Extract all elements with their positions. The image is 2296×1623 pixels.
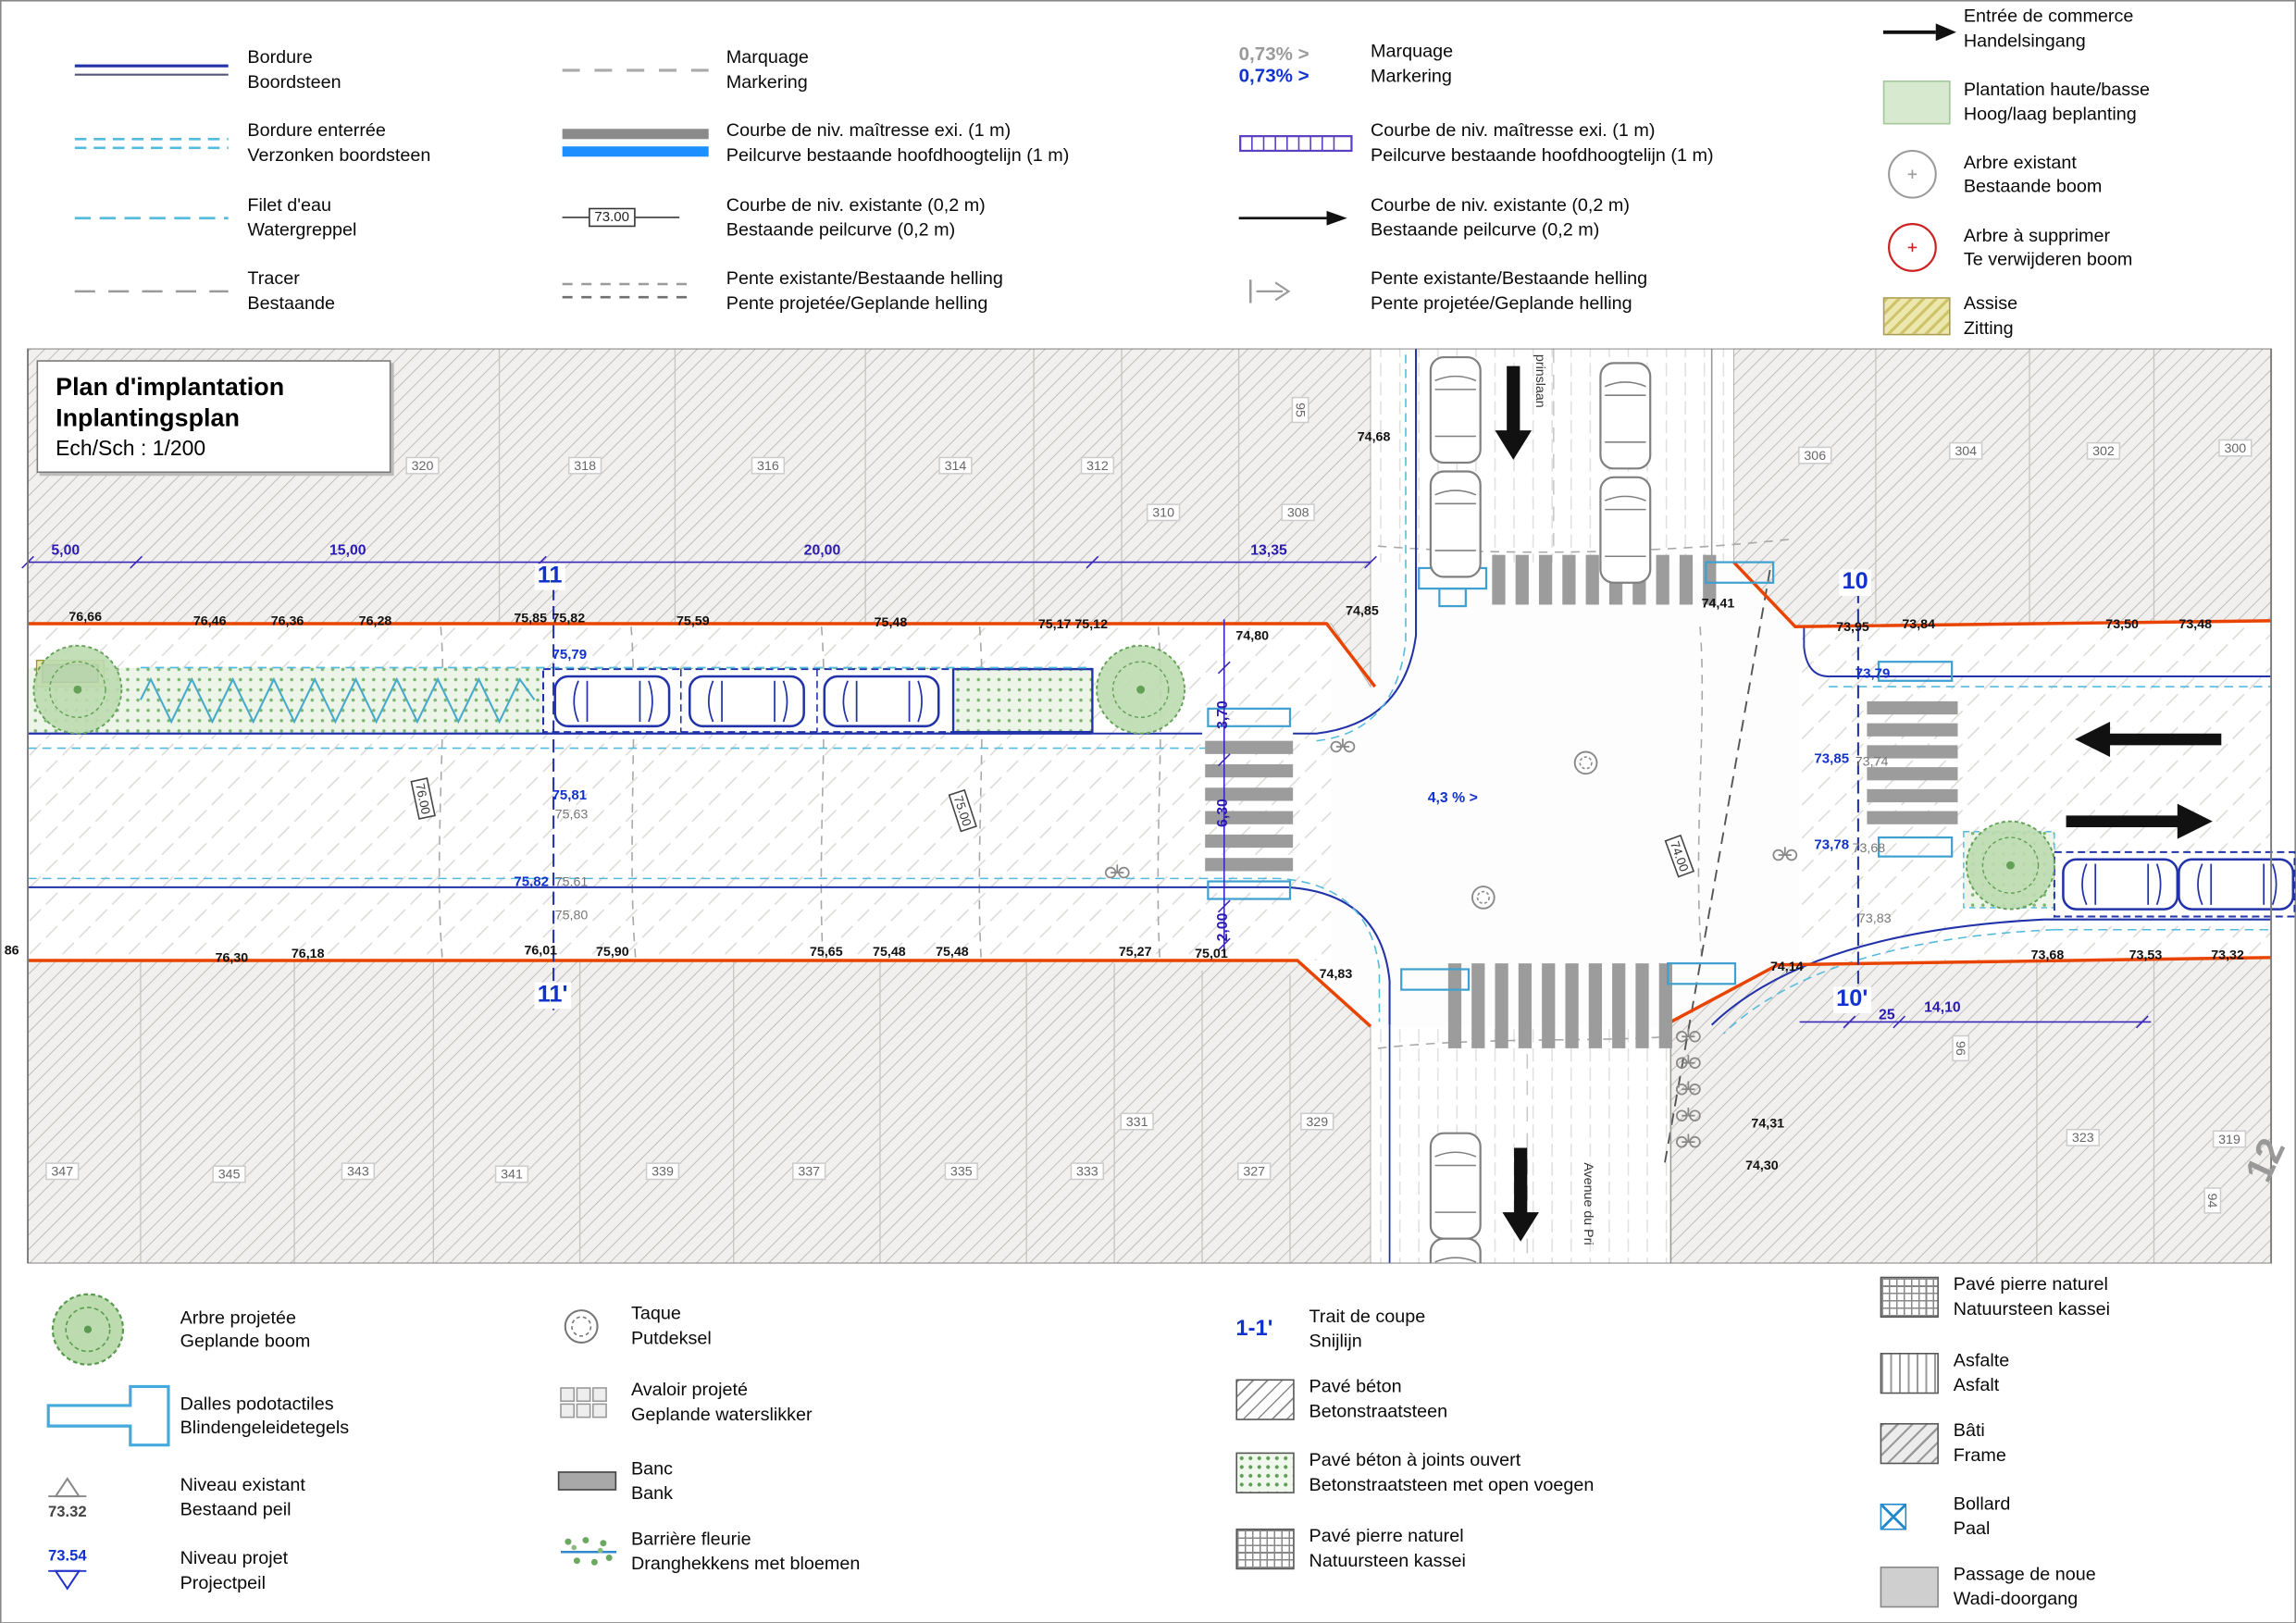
building-swatch-icon <box>1880 1422 1954 1464</box>
project-level-icon: 73.54 <box>45 1547 180 1592</box>
planting-swatch-icon <box>1882 80 1964 124</box>
bench-icon <box>557 1471 631 1491</box>
legend-item-courbe-existante-2: Courbe de niv. existante (0,2 m)Bestaand… <box>1238 193 1630 242</box>
plan-area <box>2 347 2296 1345</box>
contour-label-icon: 73.00 <box>562 207 726 228</box>
traffic-arrows <box>1495 365 2222 1242</box>
intersection <box>1331 562 1800 1028</box>
bordure-line-icon <box>74 57 248 81</box>
section-cut-icon: 1-1' <box>1235 1316 1273 1342</box>
plan-title-nl: Inplantingsplan <box>56 404 240 433</box>
parked-cars <box>553 675 2296 918</box>
plan-title-fr: Plan d'implantation <box>56 373 285 402</box>
arrow-right-icon <box>1238 205 1371 229</box>
plan-border <box>27 347 2273 1265</box>
concrete-paver-swatch-icon <box>1235 1378 1309 1420</box>
natural-stone-swatch-icon <box>1880 1275 1954 1318</box>
gutter-line-icon <box>74 205 248 229</box>
natural-stone-swatch-icon <box>1235 1528 1309 1569</box>
slope-arrow-icon <box>1239 276 1371 305</box>
parcel-boundaries <box>140 348 2155 1264</box>
legend-item-courbe-maitresse-2: Courbe de niv. maîtresse exi. (1 m)Peilc… <box>1239 118 1714 167</box>
tactile-paving <box>1207 561 1954 991</box>
slope-percent-icon: 0,73% >0,73% > <box>1238 42 1309 86</box>
bollard-icon <box>1880 1503 1954 1530</box>
plan-scale: Ech/Sch : 1/200 <box>56 437 206 461</box>
legend-item-courbe-maitresse: Courbe de niv. maîtresse exi. (1 m)Peilc… <box>562 118 1069 167</box>
marking-line-icon <box>562 57 726 81</box>
gully-icon <box>558 1382 631 1420</box>
curbs <box>28 348 2272 1264</box>
tactile-tiles-icon <box>45 1381 180 1451</box>
existing-level-icon: 73.32 <box>45 1473 180 1521</box>
existing-trace-line-icon <box>74 279 248 302</box>
master-contour-ladder-icon <box>1239 131 1371 155</box>
seat-swatch-icon <box>1882 296 1964 335</box>
buried-curb-line-icon <box>74 131 248 155</box>
plan-drawing <box>21 347 2296 1345</box>
existing-tree-icon <box>1883 145 1964 204</box>
open-joint-paver-swatch-icon <box>1235 1451 1309 1493</box>
shop-entrance-arrow-icon <box>1882 17 1964 41</box>
wadi-passage-swatch-icon <box>1880 1566 1954 1607</box>
title-block: Plan d'implantation Inplantingsplan Ech/… <box>36 360 391 473</box>
planned-tree-icon <box>45 1287 180 1372</box>
flower-barrier-icon <box>558 1528 631 1575</box>
section-cut-lines <box>552 567 1859 1010</box>
manhole-icon <box>558 1302 631 1349</box>
legend-item-courbe-existante: 73.00 Courbe de niv. existante (0,2 m)Be… <box>562 193 986 242</box>
slope-line-icon <box>562 275 726 307</box>
tree-to-remove-icon <box>1883 218 1964 277</box>
zigzag-marking <box>139 676 536 725</box>
dimension-lines <box>21 555 2152 1029</box>
master-contour-icon <box>562 125 726 160</box>
asphalt-swatch-icon <box>1880 1352 1954 1394</box>
